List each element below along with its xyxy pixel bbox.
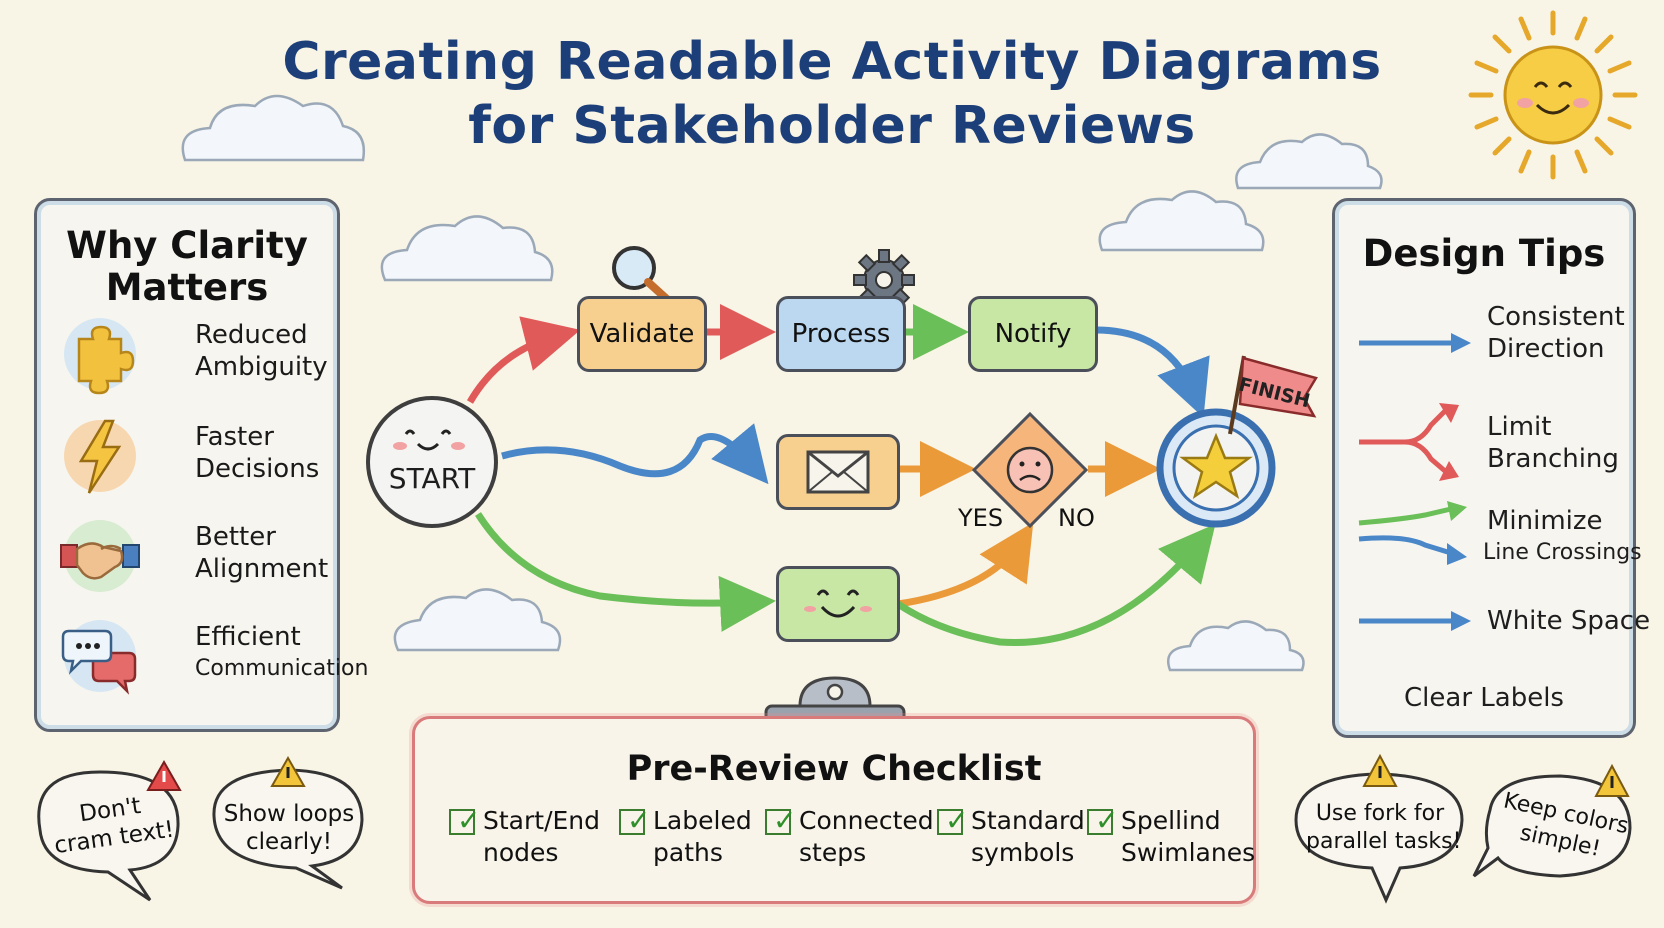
checkbox-checked-icon: ✓ bbox=[619, 805, 650, 837]
yes-label: YES bbox=[958, 504, 1004, 532]
panel-title: Why Clarity Matters bbox=[66, 224, 308, 309]
smiley-icon bbox=[804, 589, 872, 618]
smile-node bbox=[776, 566, 900, 642]
cloud-icon bbox=[380, 215, 554, 282]
finish-node bbox=[1156, 355, 1318, 528]
envelope-icon bbox=[806, 450, 870, 494]
straight-arrow-icon bbox=[1359, 333, 1471, 353]
lightning-icon bbox=[64, 419, 136, 494]
checkbox-checked-icon: ✓ bbox=[765, 805, 796, 837]
cloud-icon bbox=[1098, 190, 1265, 252]
checklist-title: Pre-Review Checklist bbox=[626, 749, 1042, 789]
arrow-smile-decision bbox=[897, 522, 1034, 608]
start-label: START bbox=[388, 462, 476, 495]
speech-bubble bbox=[212, 768, 364, 890]
fork-arrow-icon bbox=[1359, 403, 1459, 481]
title-line-2: for Stakeholder Reviews bbox=[468, 96, 1196, 156]
notify-node: Notify bbox=[968, 296, 1098, 372]
benefit-faster-decisions: Faster Decisions bbox=[59, 415, 329, 497]
bubble-show-loops: Show loops clearly! bbox=[223, 801, 355, 855]
cloud-icon bbox=[393, 588, 562, 652]
warning-icon bbox=[270, 755, 306, 787]
benefit-efficient-communication: Efficient Communication bbox=[59, 615, 368, 697]
arrow-start-mail bbox=[501, 423, 769, 485]
benefit-reduced-ambiguity: Reduced Ambiguity bbox=[59, 313, 329, 395]
checkbox-checked-icon: ✓ bbox=[937, 805, 968, 837]
speech-bubble bbox=[37, 770, 180, 902]
parallel-arrows-icon bbox=[1358, 501, 1467, 565]
no-label: NO bbox=[1058, 504, 1095, 532]
checkbox-checked-icon: ✓ bbox=[449, 805, 480, 837]
chat-bubbles-icon bbox=[61, 620, 137, 695]
panel-title: Design Tips bbox=[1362, 232, 1606, 275]
benefit-better-alignment: Better Alignment bbox=[59, 515, 329, 597]
validate-node: Validate bbox=[577, 296, 707, 372]
mail-node bbox=[776, 434, 900, 510]
decision-diamond bbox=[971, 411, 1089, 529]
straight-arrow-icon bbox=[1359, 611, 1471, 631]
arrow-notify-finish bbox=[1095, 326, 1210, 418]
process-node: Process bbox=[776, 296, 906, 372]
start-node bbox=[366, 396, 498, 528]
arrow-smile-finish bbox=[896, 523, 1216, 647]
design-tips-panel: Design Tips Consistent Direction Limit B… bbox=[1332, 198, 1650, 738]
speech-bubble bbox=[1294, 772, 1464, 904]
sun-icon bbox=[1468, 10, 1638, 180]
bubble-use-fork: Use fork for parallel tasks! bbox=[1306, 801, 1462, 854]
cloud-icon bbox=[1235, 133, 1383, 190]
handshake-icon bbox=[60, 520, 140, 592]
title-line-1: Creating Readable Activity Diagrams bbox=[282, 32, 1382, 92]
puzzle-icon bbox=[64, 318, 136, 395]
why-clarity-panel: Why Clarity Matters Reduced Ambiguity Fa… bbox=[34, 198, 368, 732]
tip-clear-labels: Clear Labels bbox=[1404, 683, 1564, 713]
warning-icon bbox=[1362, 753, 1398, 787]
cloud-icon bbox=[181, 94, 366, 162]
arrow-start-validate bbox=[466, 316, 581, 404]
cloud-icon bbox=[1167, 620, 1305, 672]
checkbox-checked-icon: ✓ bbox=[1087, 805, 1118, 837]
warning-icon bbox=[1594, 763, 1630, 797]
warning-icon bbox=[146, 759, 182, 791]
arrow-start-smile bbox=[475, 512, 776, 632]
speech-bubble bbox=[1472, 774, 1632, 878]
page-title: Creating Readable Activity Diagrams for … bbox=[0, 30, 1664, 158]
